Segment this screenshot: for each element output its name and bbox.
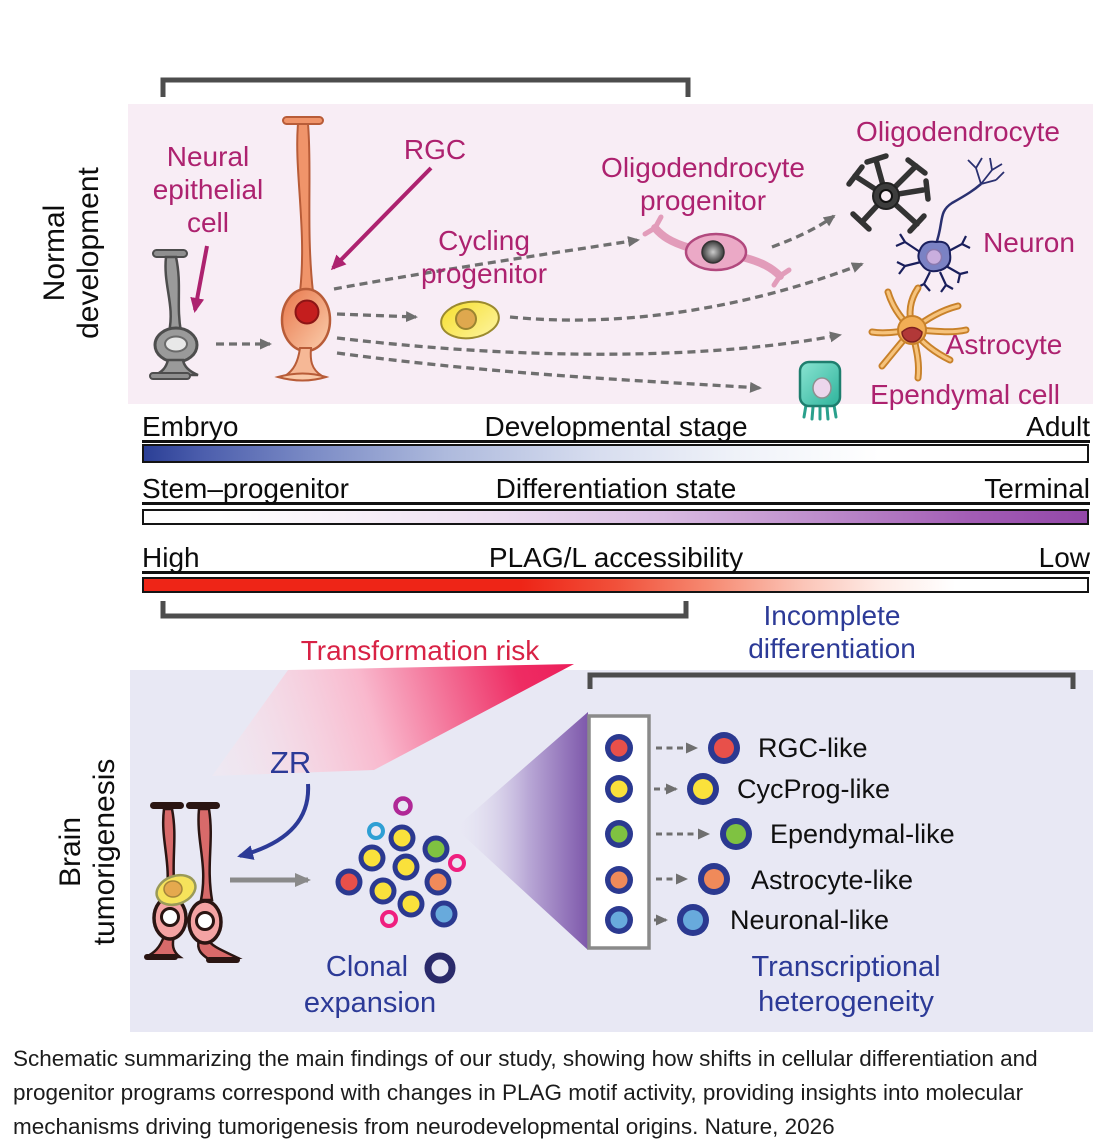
divider-line	[142, 440, 1090, 443]
brain-tumorigenesis-panel	[130, 670, 1093, 1032]
zr-label: ZR	[270, 745, 312, 780]
neural-epithelial-label: Neural epithelial cell	[153, 140, 264, 239]
label-line: epithelial	[152, 174, 264, 205]
section-label-line: tumorigenesis	[88, 758, 121, 946]
differentiation-state-labels: Stem–progenitor Differentiation state Te…	[142, 473, 1090, 505]
bar-left-label: High	[142, 542, 200, 573]
developmental-stage-gradient-bar	[142, 444, 1089, 463]
oligodendrocyte-progenitor-label: Oligodendrocyte progenitor	[601, 151, 805, 217]
bar-right-label: Adult	[1026, 411, 1090, 442]
bar-right-label: Low	[1038, 542, 1090, 573]
bar-center-label: PLAG/L accessibility	[488, 542, 744, 573]
astrocyte-label: Astrocyte	[945, 329, 1063, 360]
brain-tumorigenesis-section-label: Brain tumorigenesis	[54, 732, 122, 972]
differentiation-state-gradient-bar	[142, 509, 1089, 525]
caption-line: mechanisms driving tumorigenesis from ne…	[13, 1114, 835, 1139]
section-label-line: Brain	[54, 816, 87, 888]
cycling-progenitor-label: Cycling progenitor	[421, 224, 547, 290]
caption-line: progenitor programs correspond with chan…	[13, 1080, 1024, 1105]
bar-left-label: Embryo	[142, 411, 239, 442]
oligodendrocyte-label: Oligodendrocyte	[856, 116, 1060, 147]
bar-center-label: Developmental stage	[484, 411, 748, 442]
transformation-risk-label: Transformation risk	[300, 635, 540, 666]
divider-line	[142, 571, 1090, 574]
bar-center-label: Differentiation state	[495, 473, 737, 504]
top-bracket	[160, 77, 691, 97]
label-line: progenitor	[639, 185, 767, 216]
transformation-risk-bracket	[160, 601, 689, 619]
neuronal-like-label: Neuronal-like	[730, 905, 890, 935]
figure-caption: Schematic summarizing the main findings …	[13, 1042, 1038, 1143]
bar-right-label: Terminal	[984, 473, 1090, 504]
neuron-label: Neuron	[983, 227, 1075, 258]
label-line: Oligodendrocyte	[601, 152, 805, 183]
section-label-line: development	[72, 167, 105, 339]
normal-development-section-label: Normal development	[38, 143, 106, 363]
label-line: Incomplete	[763, 600, 901, 631]
plag-accessibility-gradient-bar	[142, 577, 1089, 593]
transcriptional-heterogeneity-label: Transcriptional heterogeneity	[751, 950, 940, 1020]
label-line: differentiation	[748, 633, 916, 664]
caption-line: Schematic summarizing the main findings …	[13, 1046, 1038, 1071]
astrocyte-like-label: Astrocyte-like	[751, 865, 914, 895]
clonal-label: Clonal	[325, 951, 409, 983]
expansion-label: expansion	[303, 987, 437, 1019]
label-line: cell	[186, 207, 229, 238]
label-line: progenitor	[420, 258, 548, 289]
section-label-line: Normal	[38, 204, 71, 302]
ependymal-label: Ependymal cell	[870, 379, 1060, 410]
cycprog-like-label: CycProg-like	[737, 774, 891, 804]
incomplete-differentiation-label: Incomplete differentiation	[748, 599, 916, 665]
bar-left-label: Stem–progenitor	[142, 473, 350, 504]
ependymal-like-label: Ependymal-like	[770, 819, 955, 849]
label-line: Cycling	[438, 225, 530, 256]
developmental-stage-labels: Embryo Developmental stage Adult	[142, 411, 1090, 443]
divider-line	[142, 502, 1090, 505]
rgc-like-label: RGC-like	[758, 733, 868, 763]
rgc-label: RGC	[403, 134, 467, 165]
label-line: Transcriptional	[751, 951, 941, 983]
plag-accessibility-labels: High PLAG/L accessibility Low	[142, 542, 1090, 574]
label-line: heterogeneity	[758, 986, 934, 1018]
label-line: Neural	[166, 141, 250, 172]
